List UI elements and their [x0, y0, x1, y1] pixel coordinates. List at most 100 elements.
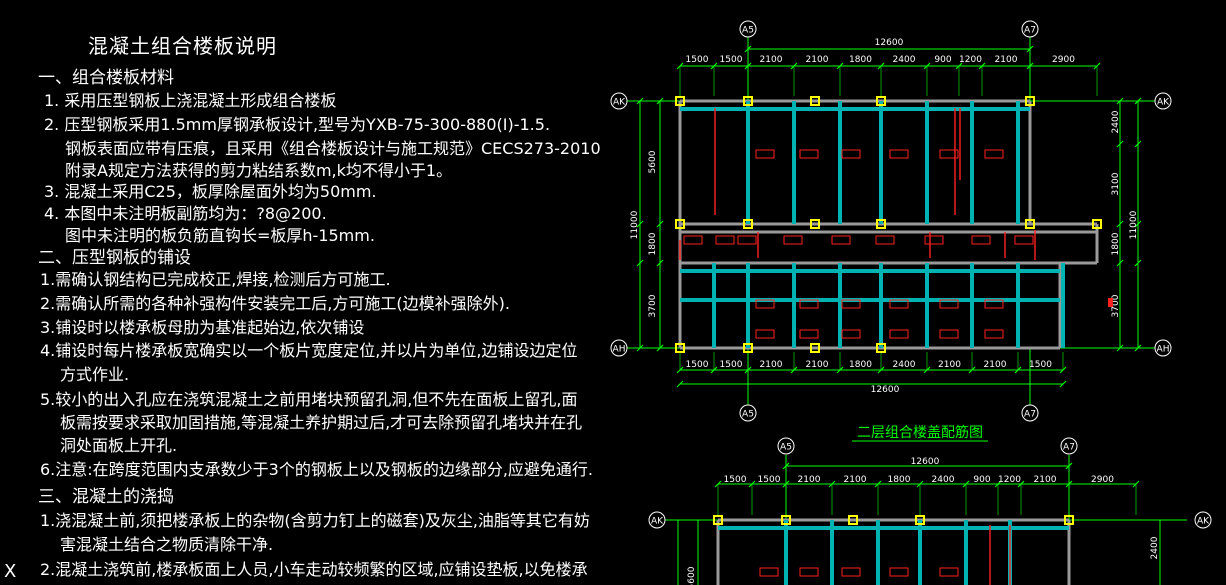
dim-tick	[1026, 45, 1034, 53]
dim-bottom-segment: 2100	[938, 360, 961, 370]
dim-top-segment: 1800	[849, 55, 872, 65]
rebar-tag	[799, 329, 819, 339]
rebar-tag	[939, 329, 959, 339]
dim-bottom-segment: 2100	[806, 360, 829, 370]
dim-tick	[1134, 259, 1142, 267]
dim-tick	[656, 97, 664, 105]
dim-top-segment: 2100	[995, 55, 1018, 65]
plan2-caption: 二层组合楼盖配筋图	[857, 424, 983, 441]
notes-line: 图中未注明的板负筋直钩长=板厚h-15mm.	[65, 226, 375, 245]
dim-tick	[1134, 97, 1142, 105]
column-node	[1025, 219, 1035, 229]
column-node	[781, 515, 791, 525]
column-node	[743, 343, 753, 353]
axis-bubble-ak-right-circle	[1154, 92, 1172, 110]
dim-tick	[1116, 220, 1124, 228]
rebar-tag	[799, 299, 819, 309]
rebar-tag	[889, 299, 909, 309]
notes-line: 附录A规定方法获得的剪力粘结系数m,k均不得小于1。	[65, 161, 453, 180]
notes-line: 害混凝土结合之物质清除干净.	[60, 535, 274, 554]
plan2-dim-top-segment: 1500	[724, 475, 747, 485]
rebar-tag	[841, 329, 861, 339]
dim-tick	[1116, 140, 1124, 148]
rebar-tag	[1014, 235, 1034, 245]
dim-tick	[656, 344, 664, 352]
plan2-dim-top-segment: 2400	[932, 475, 955, 485]
column-node	[743, 219, 753, 229]
column-node	[1092, 219, 1102, 229]
rebar-tag	[715, 235, 735, 245]
plan2-dim-top-segment: 2900	[1091, 475, 1114, 485]
rebar-tag	[841, 149, 861, 159]
column-node	[713, 515, 723, 525]
column-node	[675, 219, 685, 229]
dim-tick	[1116, 344, 1124, 352]
rebar-tag	[783, 235, 803, 245]
notes-line: 1.需确认钢结构已完成校正,焊接,检测后方可施工.	[40, 270, 391, 289]
dim-bottom-segment: 2100	[984, 360, 1007, 370]
dim-bottom-segment: 1500	[686, 360, 709, 370]
plan2-axis-bubble-ak-left-circle	[648, 511, 666, 529]
notes-line: 4. 本图中未注明板副筋均为：?8@200.	[44, 204, 327, 223]
notes-line: 2.混凝土浇筑前,楼承板面上人员,小车走动较频繁的区域,应铺设垫板,以免楼承	[40, 560, 588, 579]
plan2-axis-bubble-a5-label: A5	[780, 443, 792, 453]
rebar-tag	[759, 567, 779, 577]
rebar-tag	[737, 235, 757, 245]
notes-section-heading: 二、压型钢板的铺设	[38, 248, 191, 268]
column-node	[848, 515, 858, 525]
dim-tick	[636, 259, 644, 267]
dim-tick	[636, 344, 644, 352]
rebar-tag	[984, 299, 1004, 309]
dim-top-segment: 2900	[1052, 55, 1075, 65]
axis-bubble-a7-circle	[1021, 20, 1039, 38]
rebar-tag	[755, 329, 775, 339]
axis-bubble-a7-bottom-circle	[1021, 404, 1039, 422]
notes-line: 板需按要求采取加固措施,等混凝土养护期过后,才可去除预留孔堵块并在孔	[60, 413, 583, 432]
notes-section-heading: 一、组合楼板材料	[38, 68, 174, 88]
notes-line: 3.铺设时以楼承板母肋为基准起始边,依次铺设	[40, 318, 365, 337]
column-node	[810, 343, 820, 353]
dim-tick	[1065, 462, 1073, 470]
rebar-mark	[1108, 298, 1113, 303]
rebar-tag	[841, 299, 861, 309]
cursor-x-icon: X	[4, 561, 17, 582]
column-node	[675, 96, 685, 106]
dim-bottom-segment: 1800	[849, 360, 872, 370]
dim-bottom-segment: 2400	[893, 360, 916, 370]
dim-bottom-segment: 1500	[1029, 360, 1052, 370]
dim-right-segment: 3700	[1111, 294, 1121, 317]
rebar-tag	[924, 235, 944, 245]
axis-bubble-ak-left-circle	[610, 92, 628, 110]
plan2-dim-top-total: 12600	[911, 457, 940, 467]
plan2-dim-top-segment: 900	[973, 475, 990, 485]
plan2-dim-right: 2400	[1150, 536, 1160, 559]
rebar-tag	[875, 235, 895, 245]
dim-right-segment: 2400	[1111, 110, 1121, 133]
column-node	[876, 219, 886, 229]
notes-line: 1. 采用压型钢板上浇混凝土形成组合楼板	[44, 91, 337, 110]
rebar-tag	[889, 329, 909, 339]
notes-line: 洞处面板上开孔.	[60, 436, 178, 455]
rebar-tag	[889, 567, 909, 577]
dim-top-segment: 1500	[720, 55, 743, 65]
dim-right-total: 11000	[1129, 210, 1139, 239]
dim-bottom-total: 12600	[871, 385, 900, 395]
rebar-tag	[971, 235, 991, 245]
notes-line: 5.较小的出入孔应在浇筑混凝土之前用堵块预留孔洞,但不先在面板上留孔,面	[40, 390, 578, 409]
axis-bubble-ah-left-circle	[610, 339, 628, 357]
dim-tick	[1116, 97, 1124, 105]
dim-top-total: 12600	[875, 38, 904, 48]
rebar-tag	[831, 235, 851, 245]
plan2-axis-bubble-a7-label: A7	[1063, 443, 1075, 453]
axis-bubble-a5-bottom-label: A5	[742, 410, 754, 420]
plan2-dim-top-segment: 1200	[998, 475, 1021, 485]
plan2-dim-top-segment: 1800	[888, 475, 911, 485]
rebar-tag	[683, 235, 703, 245]
plan2-dim-top-segment: 2100	[844, 475, 867, 485]
plan2-dim-top-segment: 2100	[1034, 475, 1057, 485]
plan2-axis-bubble-ak-left-label: AK	[651, 517, 664, 527]
plan2-axis-bubble-ak-right-label: AK	[1197, 517, 1210, 527]
dim-top-segment: 1200	[959, 55, 982, 65]
notes-line: 2.需确认所需的各种补强构件安装完工后,方可施工(边模补强除外).	[40, 294, 510, 313]
